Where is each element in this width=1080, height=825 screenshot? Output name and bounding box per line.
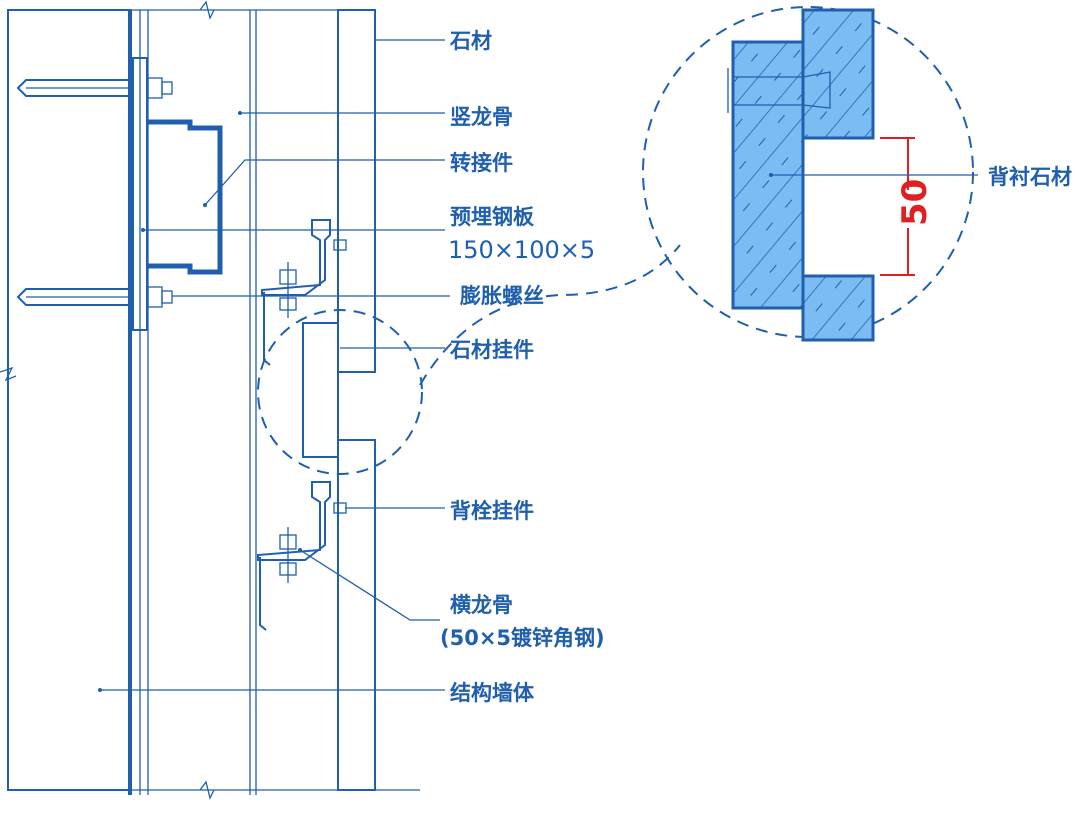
back-bolt [727,68,831,113]
enlarged-detail: 50 [642,6,974,342]
label-horizontal-keel: 横龙骨 [450,593,513,617]
backing-stone-small [302,322,339,458]
label-adapter: 转接件 [450,151,513,175]
embedded-steel-plate [132,57,148,331]
detail-callout-circle [257,309,423,475]
vertical-keel [249,10,257,795]
label-embedded-plate: 预埋钢板 [450,205,535,229]
label-stone: 石材 [449,29,492,53]
label-expansion-bolt: 膨胀螺丝 [460,284,544,308]
label-back-bolt-hanger: 背栓挂件 [450,499,534,523]
dimension-value: 50 [895,179,935,226]
leader-lines [98,39,978,692]
dimension-line: 50 [880,137,935,276]
structural-wall [0,0,420,800]
label-structural-wall: 结构墙体 [450,681,535,705]
stone-panel [302,9,376,791]
label-vertical-keel: 竖龙骨 [450,105,513,129]
break-mark-bottom [199,780,215,800]
break-mark-left [0,366,17,382]
label-stone-hanger: 石材挂件 [449,338,534,362]
break-mark-top [199,0,215,20]
stone-hangers [257,219,347,631]
label-backing-stone: 背衬石材 [988,165,1072,189]
label-embedded-plate-size: 150×100×5 [448,236,595,264]
expansion-bolts [16,57,173,331]
label-horizontal-keel-spec: (50×5镀锌角钢) [440,626,605,650]
adapter-bracket [148,119,223,275]
